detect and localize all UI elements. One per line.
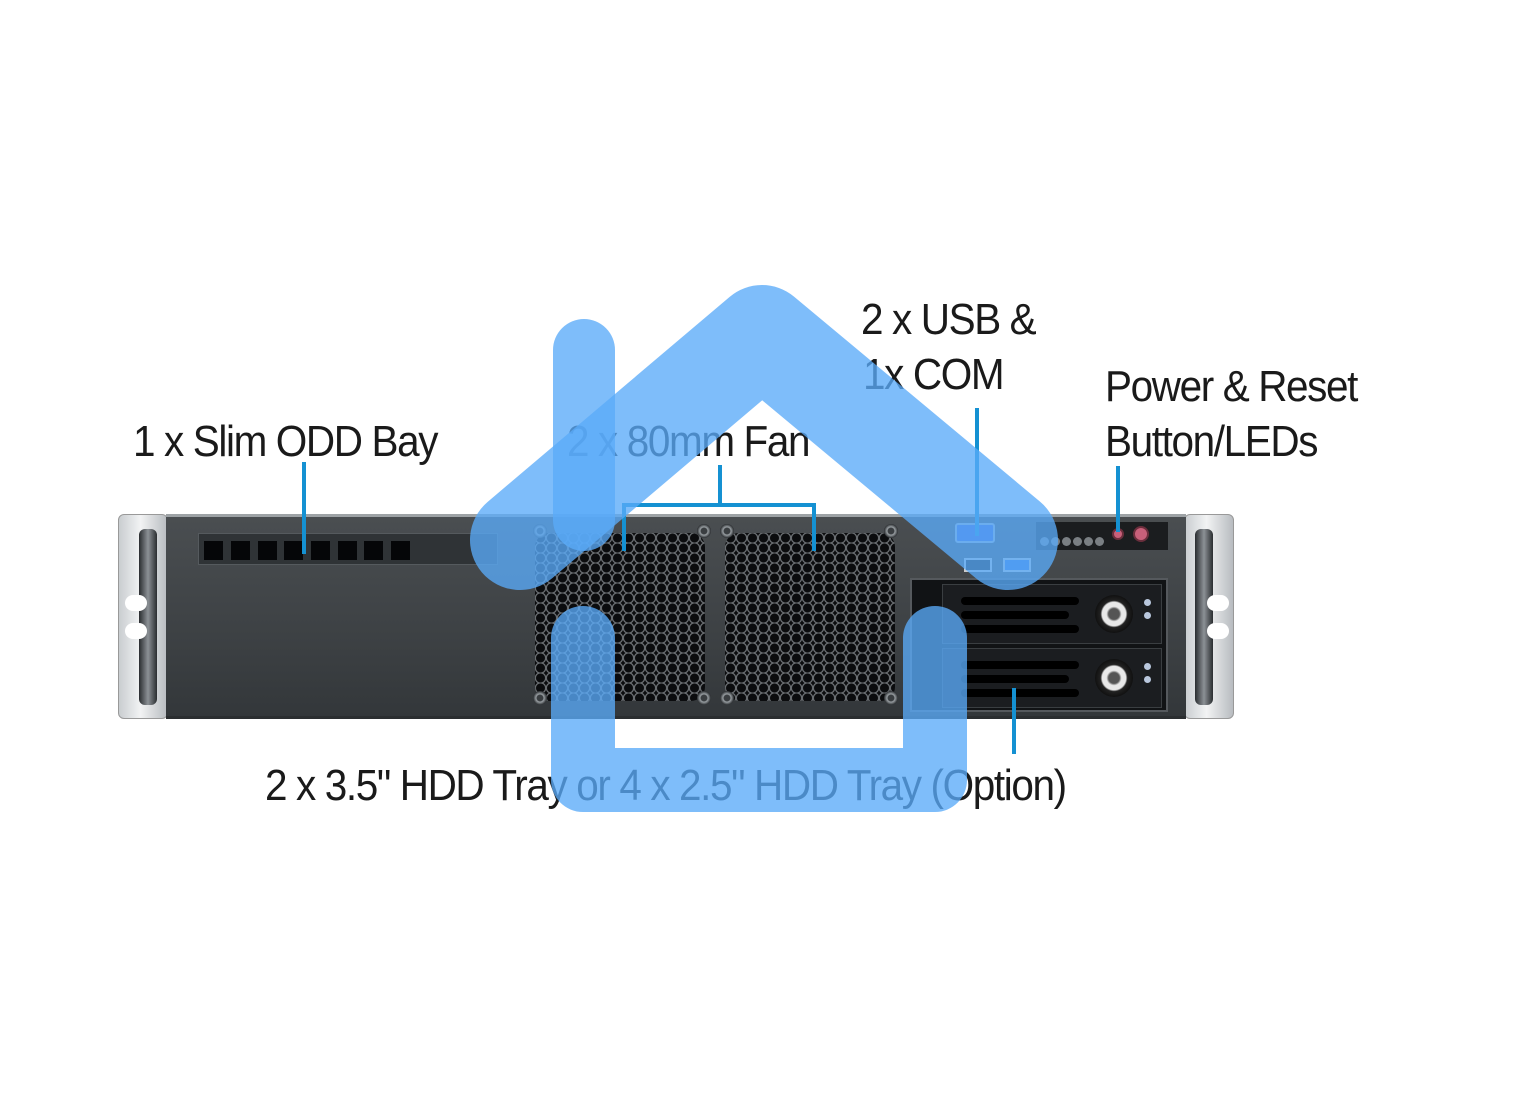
leader-fan-right — [812, 503, 816, 551]
odd-vent — [364, 541, 383, 560]
label-usb-line1: 2 x USB & — [861, 295, 1037, 344]
leader-fan-stem — [718, 465, 722, 505]
rack-ear-right — [1184, 514, 1234, 719]
odd-vent — [338, 541, 357, 560]
tray-vent — [961, 689, 1079, 697]
screw-icon — [884, 524, 898, 538]
screw-icon — [884, 691, 898, 705]
led-icon — [1084, 537, 1093, 546]
label-hdd-trays: 2 x 3.5" HDD Tray or 4 x 2.5" HDD Tray (… — [265, 761, 1067, 810]
ear-slot — [125, 623, 147, 639]
led-icon — [1144, 599, 1151, 606]
lock-icon — [1095, 595, 1133, 633]
label-power-line2: Button/LEDs — [1105, 417, 1318, 466]
led-icon — [1144, 612, 1151, 619]
led-icon — [1095, 537, 1104, 546]
ear-slot — [1207, 623, 1229, 639]
leader-usb — [975, 408, 979, 536]
leader-odd — [302, 462, 306, 554]
hdd-tray-2 — [942, 648, 1162, 708]
hdd-tray-1 — [942, 584, 1162, 644]
power-button — [1133, 526, 1149, 542]
odd-vent — [204, 541, 223, 560]
usb-port-icon — [964, 558, 992, 572]
label-fans: 2 x 80mm Fan — [567, 417, 811, 466]
screw-icon — [697, 524, 711, 538]
ear-slot — [125, 595, 147, 611]
tray-vent — [961, 661, 1079, 669]
label-odd-bay: 1 x Slim ODD Bay — [133, 417, 438, 466]
tray-vent — [961, 611, 1069, 619]
led-icon — [1073, 537, 1082, 546]
label-usb-line2: 1x COM — [863, 350, 1005, 399]
handle-left — [139, 529, 157, 705]
tray-vent — [961, 675, 1069, 683]
led-icon — [1144, 676, 1151, 683]
odd-vent — [258, 541, 277, 560]
ear-slot — [1207, 595, 1229, 611]
leader-power — [1116, 466, 1120, 532]
slim-odd-bay — [198, 533, 498, 565]
hdd-cage — [910, 578, 1168, 712]
screw-icon — [697, 691, 711, 705]
lock-icon — [1095, 659, 1133, 697]
fan-grille-1 — [535, 533, 705, 701]
led-icon — [1051, 537, 1060, 546]
leader-hdd — [1012, 688, 1016, 754]
leader-fan-left — [622, 503, 626, 551]
leader-fan-bar — [622, 503, 816, 507]
fan-grille-2 — [725, 533, 895, 701]
screw-icon — [533, 691, 547, 705]
usb-port-icon — [1003, 558, 1031, 572]
handle-right — [1195, 529, 1213, 705]
odd-vent — [391, 541, 410, 560]
odd-vent — [284, 541, 303, 560]
screw-icon — [720, 524, 734, 538]
screw-icon — [533, 524, 547, 538]
label-power-line1: Power & Reset — [1105, 362, 1358, 411]
odd-vent — [311, 541, 330, 560]
rack-ear-left — [118, 514, 168, 719]
led-icon — [1040, 537, 1049, 546]
led-icon — [1062, 537, 1071, 546]
odd-vent — [231, 541, 250, 560]
led-icon — [1144, 663, 1151, 670]
tray-vent — [961, 625, 1079, 633]
screw-icon — [720, 691, 734, 705]
tray-vent — [961, 597, 1079, 605]
